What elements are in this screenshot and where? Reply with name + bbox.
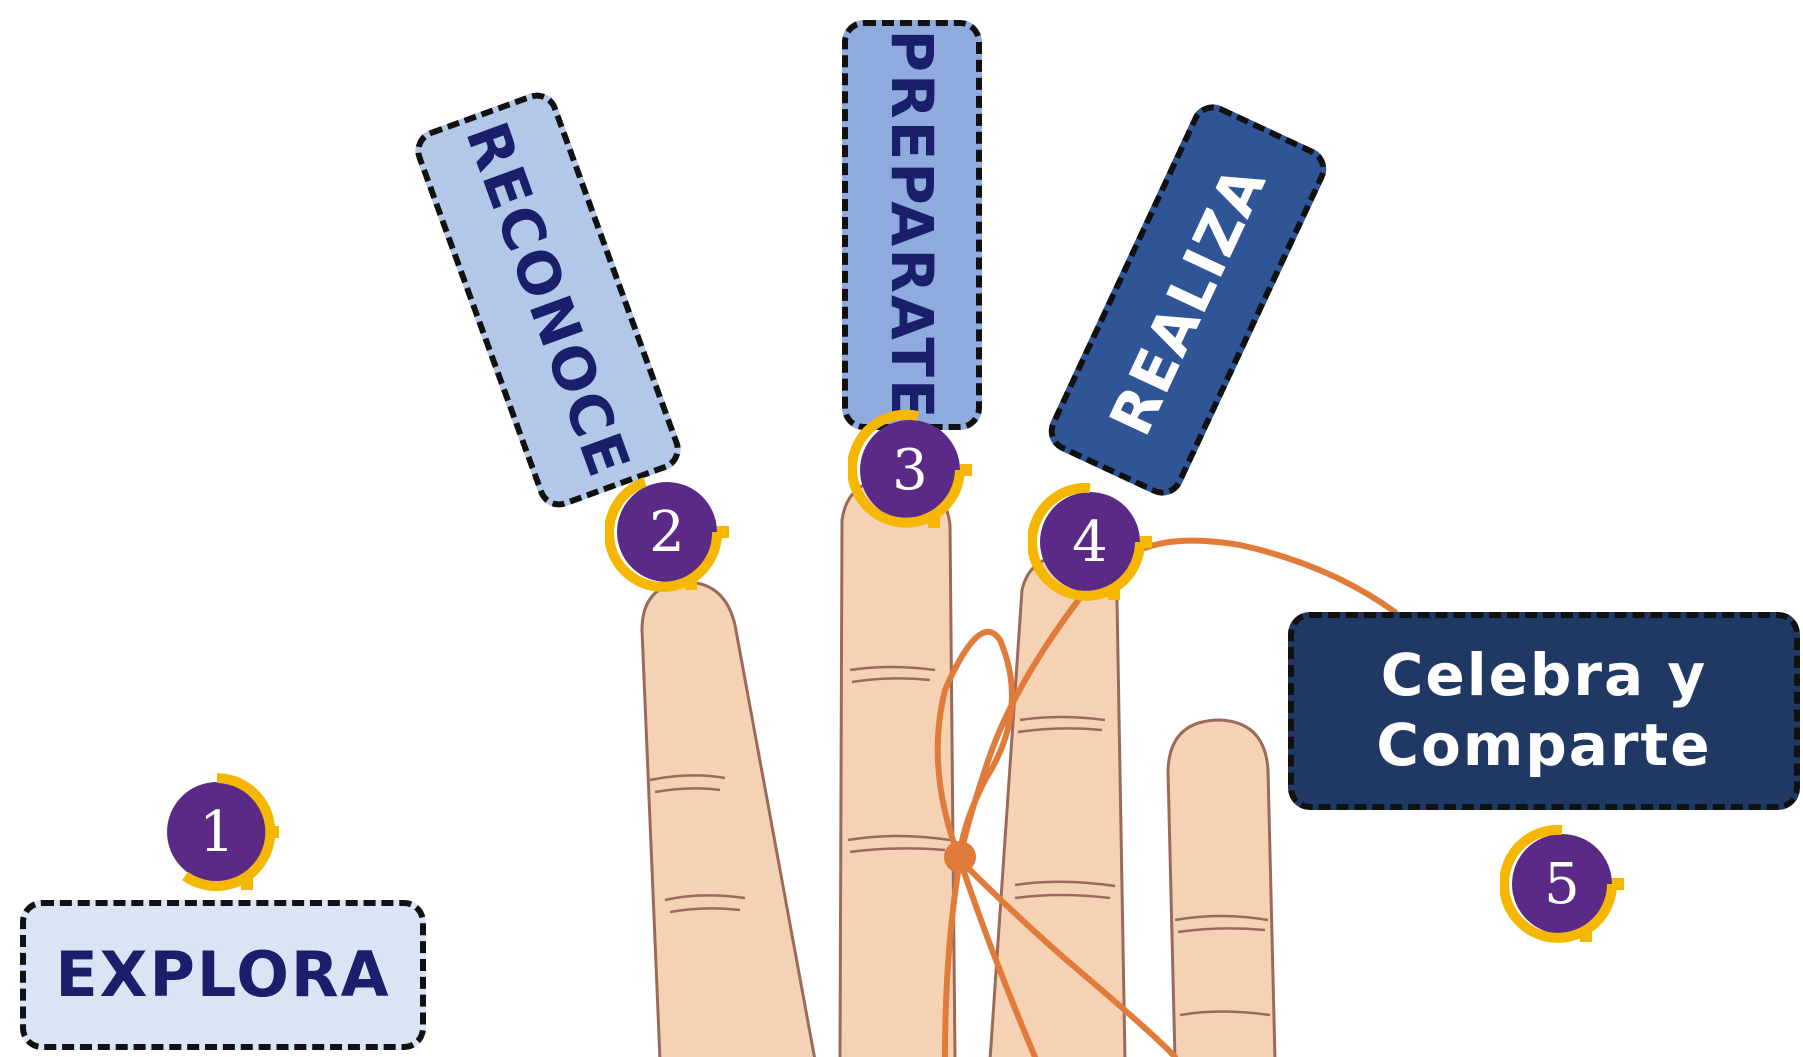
preparate-text: PREPARATE <box>878 29 946 420</box>
step-2-number: 2 <box>605 470 729 594</box>
step-1-badge: 1 <box>155 770 279 894</box>
celebra-text: Celebra y <box>1376 641 1711 711</box>
step-5-number: 5 <box>1500 822 1624 946</box>
comparte-text: Comparte <box>1376 711 1711 781</box>
index-finger <box>642 582 815 1057</box>
pinky-finger <box>1168 720 1275 1057</box>
string-knot <box>944 841 976 873</box>
step-4-badge: 4 <box>1028 480 1152 604</box>
step-5-badge: 5 <box>1500 822 1624 946</box>
explora-text: EXPLORA <box>55 938 390 1012</box>
celebra-comparte-label: Celebra y Comparte <box>1288 612 1800 810</box>
step-3-number: 3 <box>848 408 972 532</box>
step-4-number: 4 <box>1028 480 1152 604</box>
step-2-badge: 2 <box>605 470 729 594</box>
step-1-number: 1 <box>155 770 279 894</box>
preparate-label: PREPARATE <box>842 20 982 430</box>
explora-label: EXPLORA <box>20 900 426 1050</box>
step-3-badge: 3 <box>848 408 972 532</box>
